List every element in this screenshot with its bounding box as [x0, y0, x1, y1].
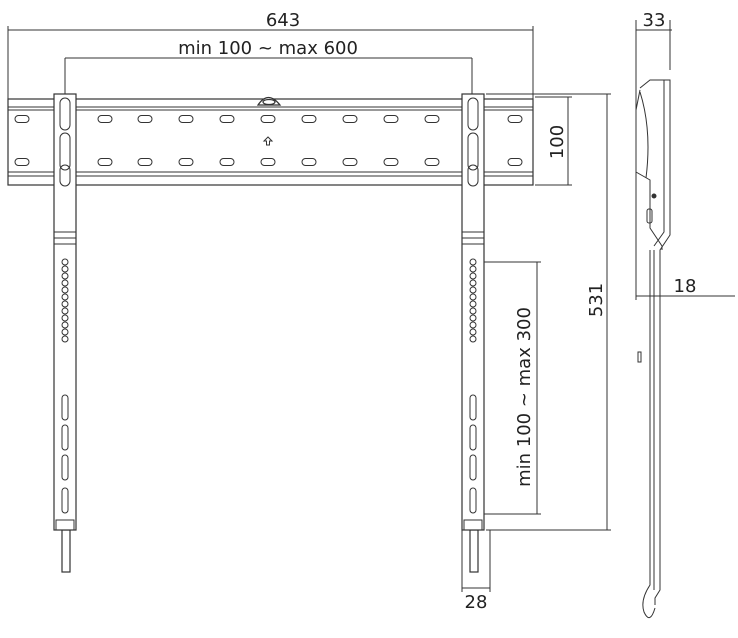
mounting-slot — [507, 158, 523, 166]
vertical-arm — [53, 93, 77, 573]
vertical-arm — [461, 93, 485, 573]
mounting-slot — [97, 158, 113, 166]
total-width-label: 643 — [266, 10, 300, 31]
mounting-slot — [137, 115, 153, 123]
mounting-slot — [137, 158, 153, 166]
mounting-slot — [97, 115, 113, 123]
mounting-slot — [178, 158, 194, 166]
mounting-slot — [178, 115, 194, 123]
mounting-slot — [301, 158, 317, 166]
mounting-slot — [342, 158, 358, 166]
up-arrow-icon — [262, 136, 274, 146]
mounting-slot — [424, 158, 440, 166]
mounting-slot — [342, 115, 358, 123]
horizontal-spacing-label: min 100 ~ max 600 — [178, 38, 358, 59]
mounting-slot — [424, 115, 440, 123]
vertical-spacing-label: min 100 ~ max 300 — [514, 307, 535, 487]
side-view — [635, 79, 671, 619]
arm-width-label: 28 — [465, 592, 488, 613]
depth-label: 33 — [643, 10, 666, 31]
mounting-slot — [219, 115, 235, 123]
mounting-slot — [507, 115, 523, 123]
mounting-slot — [260, 158, 276, 166]
mounting-slot — [383, 115, 399, 123]
mounting-slot — [260, 115, 276, 123]
wall-gap-label: 18 — [674, 276, 697, 297]
mounting-slot — [14, 158, 30, 166]
total-height-label: 531 — [586, 283, 607, 317]
mounting-slot — [383, 158, 399, 166]
mounting-slot — [14, 115, 30, 123]
mounting-slot — [301, 115, 317, 123]
bar-height-label: 100 — [547, 125, 568, 159]
wall-plate — [7, 96, 534, 186]
mounting-slot — [219, 158, 235, 166]
